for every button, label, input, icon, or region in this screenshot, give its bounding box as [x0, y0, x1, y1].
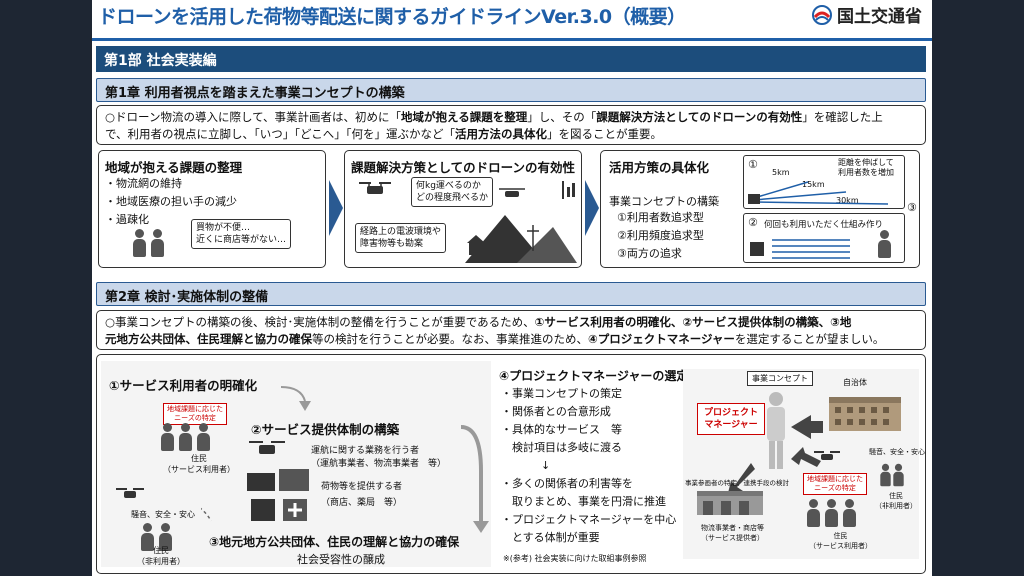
- route-lines-icon: [748, 181, 889, 205]
- manager-figure-icon: [767, 392, 785, 469]
- relation-arrow-icon: [727, 463, 755, 497]
- chapter2-intro: ○事業コンセプトの構築の後、検討･実施体制の整備を行うことが重要であるため、①サ…: [96, 310, 926, 350]
- person-icon: [133, 229, 146, 257]
- mountain-scene-icon: [465, 181, 577, 263]
- reference-note: ※(参考) 社会実装に向けた取組事例参照: [503, 554, 647, 563]
- user-icons: [161, 423, 211, 455]
- relation-arrows-icon: [791, 415, 823, 467]
- pm-nonuser-label: 住民（非利用者）: [875, 492, 917, 510]
- ministry-name: 国土交通省: [837, 7, 922, 27]
- type1-note: 距離を伸ばして利用者数を増加: [838, 158, 894, 177]
- arrow-right-icon: [329, 180, 343, 236]
- effectiveness-heading: 課題解決方策としてのドローンの有効性: [351, 160, 576, 175]
- operator-text: 運航に関する業務を行う者（運航事業者、物流事業者 等）: [311, 446, 447, 469]
- ops-provider-label: 物流事業者・商店等（サービス提供者）: [701, 524, 764, 542]
- speech-bubble: 買物が不便…近くに商店等がない…: [191, 219, 292, 249]
- logistics-building-icon: [697, 491, 763, 515]
- type3-number: ③: [907, 201, 917, 214]
- concretize-panel: 活用方策の具体化 事業コンセプトの構築 ①利用者数追求型 ②利用頻度追求型 ③両…: [600, 150, 920, 268]
- list-item: ・多くの関係者の利害等を: [501, 477, 633, 490]
- chapter1-intro: ○ドローン物流の導入に際して、事業計画者は、初めに「地域が抱える課題を整理」し、…: [96, 105, 926, 145]
- resident-icons: [133, 229, 165, 261]
- pm-label: プロジェクトマネージャー: [697, 403, 766, 435]
- provision-heading: ②サービス提供体制の構築: [251, 422, 400, 437]
- concept-types-list: ①利用者数追求型 ②利用頻度追求型 ③両方の追求: [617, 209, 704, 263]
- pm-user-icons: [807, 499, 857, 531]
- pm-noise-label: 騒音、安全・安心: [869, 448, 925, 456]
- shop-icon: [247, 469, 309, 521]
- noise-label: 騒音、安全・安心: [131, 510, 195, 519]
- chapter1-title: 第1章 利用者視点を踏まえた事業コンセプトの構築: [96, 78, 926, 102]
- ministry-emblem-icon: [812, 4, 832, 25]
- type2-note: 何回も利用いただく仕組み作り: [764, 220, 884, 230]
- concept-build-label: 事業コンセプトの構築: [609, 195, 719, 208]
- system-panel: ①サービス利用者の明確化 地域課題に応じたニーズの特定 住民（サービス利用者） …: [101, 361, 491, 567]
- provider-text: 荷物等を提供する者（商店、薬局 等）: [321, 482, 403, 508]
- list-item: ②利用頻度追求型: [617, 229, 704, 242]
- local-gov-heading: ③地元地方公共団体、住民の理解と協力の確保: [209, 535, 460, 549]
- type1-diagram: ① 5km 15km 30km 距離を伸ばして利用者数を増加: [743, 155, 905, 209]
- non-user-icons: [141, 523, 173, 555]
- chapter2-detail-box: ①サービス利用者の明確化 地域課題に応じたニーズの特定 住民（サービス利用者） …: [96, 354, 926, 574]
- person-icon: [878, 230, 891, 262]
- pm-user-label: 住民（サービス利用者）: [809, 532, 872, 550]
- list-item: ・プロジェクトマネージャーを中心: [501, 513, 677, 526]
- city-hall-icon: [829, 397, 901, 431]
- drone-icon: [359, 182, 391, 194]
- pm-list: ・事業コンセプトの策定 ・関係者との合意形成 ・具体的なサービス 等 検討項目は…: [501, 385, 676, 547]
- acceptance-label: 社会受容性の醸成: [297, 553, 385, 566]
- arrow-right-icon: [585, 180, 599, 236]
- slide: ドローンを活用した荷物等配送に関するガイドラインVer.3.0（概要） 国土交通…: [92, 0, 932, 576]
- page-title: ドローンを活用した荷物等配送に関するガイドラインVer.3.0（概要）: [98, 6, 686, 28]
- needs-label: 地域課題に応じたニーズの特定: [163, 403, 227, 425]
- distance-label: 5km: [772, 168, 790, 177]
- ops-label: 事業参画者の特定、連携手段の検討: [685, 479, 789, 487]
- round-trip-icon: [750, 239, 850, 259]
- type1-number: ①: [748, 158, 758, 171]
- flow-arrows-icon: [201, 386, 489, 533]
- list-item: とする体制が重要: [501, 531, 600, 544]
- distance-label: 15km: [802, 180, 825, 189]
- gov-label: 自治体: [843, 378, 867, 387]
- issues-panel: 地域が抱える課題の整理 ・物流網の維持 ・地域医療の担い手の減少 ・過疎化 買物…: [98, 150, 326, 268]
- title-underline: [92, 38, 932, 41]
- route-bubble: 経路上の電波環境や障害物等も勘案: [355, 223, 447, 253]
- users-heading: ①サービス利用者の明確化: [109, 378, 258, 393]
- list-item: ・地域医療の担い手の減少: [105, 195, 237, 208]
- type2-number: ②: [748, 216, 758, 229]
- list-item: ・関係者との合意形成: [501, 405, 611, 418]
- effectiveness-panel: 課題解決方策としてのドローンの有効性 何kg運べるのかどの程度飛べるか 経路上の…: [344, 150, 582, 268]
- pm-panel: ④プロジェクトマネージャーの選定 ・事業コンセプトの策定 ・関係者との合意形成 …: [497, 361, 925, 567]
- pm-heading: ④プロジェクトマネージャーの選定: [499, 369, 689, 383]
- list-item: ①利用者数追求型: [617, 211, 704, 224]
- resident-nonuser-label: 住民（非利用者）: [137, 546, 185, 566]
- capacity-bubble: 何kg運べるのかどの程度飛べるか: [411, 177, 494, 207]
- list-item: ・事業コンセプトの策定: [501, 387, 622, 400]
- person-icon: [151, 229, 165, 257]
- issues-list: ・物流網の維持 ・地域医療の担い手の減少 ・過疎化: [105, 175, 237, 229]
- part-band: 第1部 社会実装編: [96, 46, 926, 72]
- list-item: ・過疎化: [105, 213, 149, 226]
- concretize-heading: 活用方策の具体化: [609, 160, 710, 175]
- pm-diagram: 事業コンセプト プロジェクトマネージャー 自治体 騒音、安全・安心 住民（非利用…: [683, 369, 925, 559]
- pm-nonuser-icons: [879, 461, 905, 493]
- pm-needs-label: 地域課題に応じたニーズの特定: [803, 473, 867, 495]
- ministry-logo: 国土交通省: [812, 2, 922, 27]
- drone-icon: [249, 441, 285, 454]
- list-item: ・具体的なサービス 等: [501, 423, 622, 436]
- list-item: ③両方の追求: [617, 247, 682, 260]
- drone-icon: [814, 451, 840, 460]
- list-item: ↓: [541, 459, 551, 472]
- distance-label: 30km: [836, 196, 859, 205]
- concept-label: 事業コンセプト: [747, 371, 813, 386]
- list-item: 取りまとめ、事業を円滑に推進: [501, 495, 666, 508]
- list-item: ・物流網の維持: [105, 177, 182, 190]
- chapter2-title: 第2章 検討･実施体制の整備: [96, 282, 926, 306]
- drone-icon: [116, 488, 144, 498]
- type2-diagram: ② 何回も利用いただく仕組み作り: [743, 213, 905, 263]
- issues-heading: 地域が抱える課題の整理: [105, 160, 243, 175]
- resident-user-label: 住民（サービス利用者）: [163, 454, 235, 474]
- list-item: 検討項目は多岐に渡る: [501, 441, 622, 454]
